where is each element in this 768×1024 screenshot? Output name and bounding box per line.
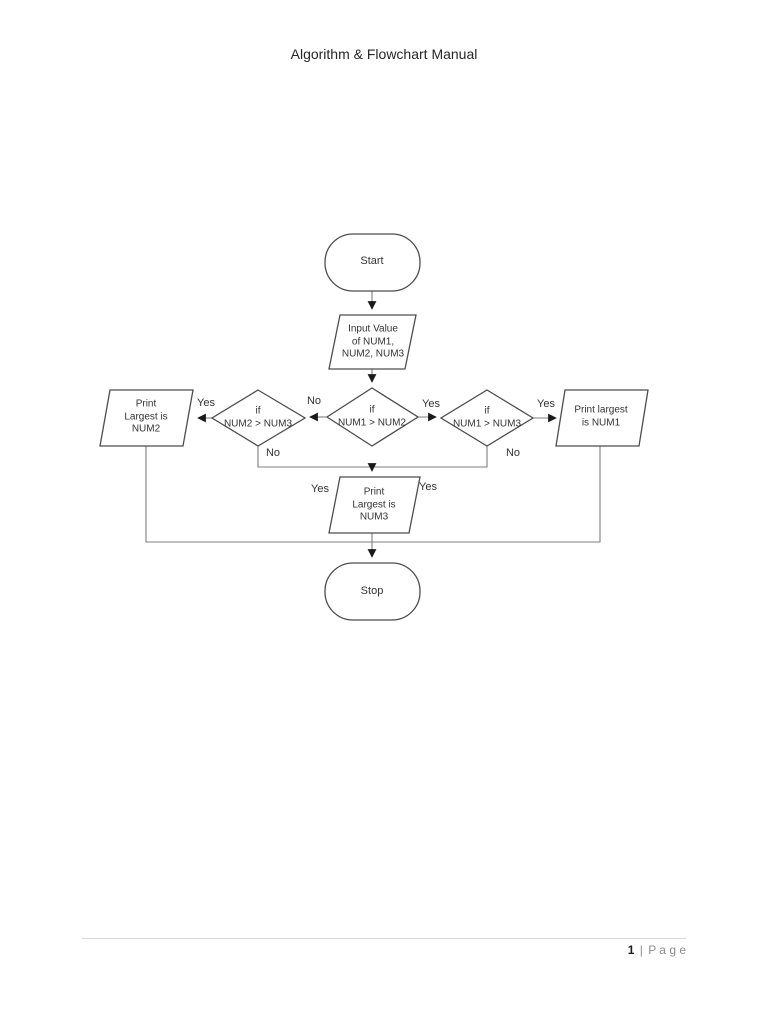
left-decision-diamond-shape [210,389,307,447]
print-num3-label: Print Largest is NUM3 [352,486,396,523]
footer-page-word: P a g e [648,943,686,957]
edge-label-yes-right: Yes [537,398,555,410]
edge-bottom-merge-line [145,446,601,543]
page-title: Algorithm & Flowchart Manual [290,46,478,62]
stop-terminator-shape [324,562,421,621]
edge-label-no-left-down: No [265,447,281,459]
right-decision-label: if NUM1 > NUM3 [452,405,522,430]
left-decision-label: if NUM2 > NUM3 [223,405,293,430]
print-num2-parallelogram-shape [99,389,194,447]
print-num3-parallelogram-shape [328,476,421,534]
edge-label-yes-center-right: Yes [422,398,440,410]
footer-page-indicator: 1 | P a g e [82,943,686,957]
print-num1-parallelogram-shape [555,389,649,447]
start-node-label: Start [360,255,384,268]
edge-label-no-center-left: No [306,395,322,407]
input-node-label: Input Value of NUM1, NUM2, NUM3 [341,323,405,360]
edge-no-merge-line [257,446,488,468]
print-num2-label: Print Largest is NUM2 [124,398,168,435]
page-footer: 1 | P a g e [82,938,686,957]
edge-label-yes-num3-left: Yes [311,483,329,495]
right-decision-diamond-shape [439,389,535,447]
stop-node-label: Stop [360,585,384,598]
center-decision-diamond-shape [325,387,420,447]
footer-divider [82,938,686,939]
edge-label-no-right-down: No [505,447,521,459]
input-parallelogram-shape [328,314,417,370]
footer-page-number: 1 [627,943,635,957]
edge-label-yes-left: Yes [197,397,215,409]
footer-separator: | [639,943,643,957]
print-num1-label: Print largest is NUM1 [574,404,628,429]
edge-label-yes-num3-right: Yes [419,481,437,493]
center-decision-label: if NUM1 > NUM2 [337,404,407,429]
start-terminator-shape [324,233,421,292]
